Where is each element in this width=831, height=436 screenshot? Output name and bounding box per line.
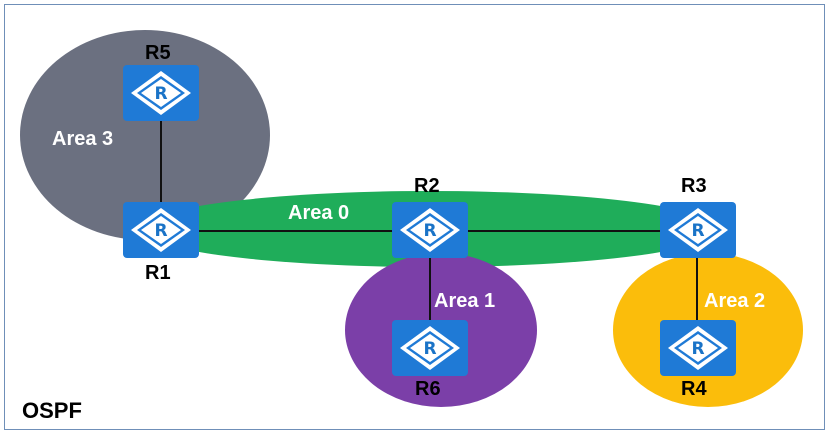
router-r1-label: R1 (145, 262, 171, 284)
router-r5-label: R5 (145, 42, 171, 64)
svg-text:R: R (154, 84, 167, 104)
router-r5-icon[interactable]: R (123, 65, 199, 121)
svg-text:R: R (691, 339, 704, 359)
router-r6-icon[interactable]: R (392, 320, 468, 376)
area-0-label: Area 0 (288, 202, 349, 224)
router-r3-label: R3 (681, 175, 707, 197)
area-3-region (20, 30, 270, 240)
router-r6-label: R6 (415, 378, 441, 400)
svg-text:R: R (154, 221, 167, 241)
router-r2-icon[interactable]: R (392, 202, 468, 258)
router-r4-label: R4 (681, 378, 707, 400)
area-1-label: Area 1 (434, 290, 495, 312)
svg-text:R: R (691, 221, 704, 241)
protocol-label: OSPF (22, 398, 82, 423)
router-r4-icon[interactable]: R (660, 320, 736, 376)
svg-text:R: R (423, 339, 436, 359)
router-r1-icon[interactable]: R (123, 202, 199, 258)
router-r2-label: R2 (414, 175, 440, 197)
area-2-label: Area 2 (704, 290, 765, 312)
area-3-label: Area 3 (52, 128, 113, 150)
router-r3-icon[interactable]: R (660, 202, 736, 258)
svg-text:R: R (423, 221, 436, 241)
